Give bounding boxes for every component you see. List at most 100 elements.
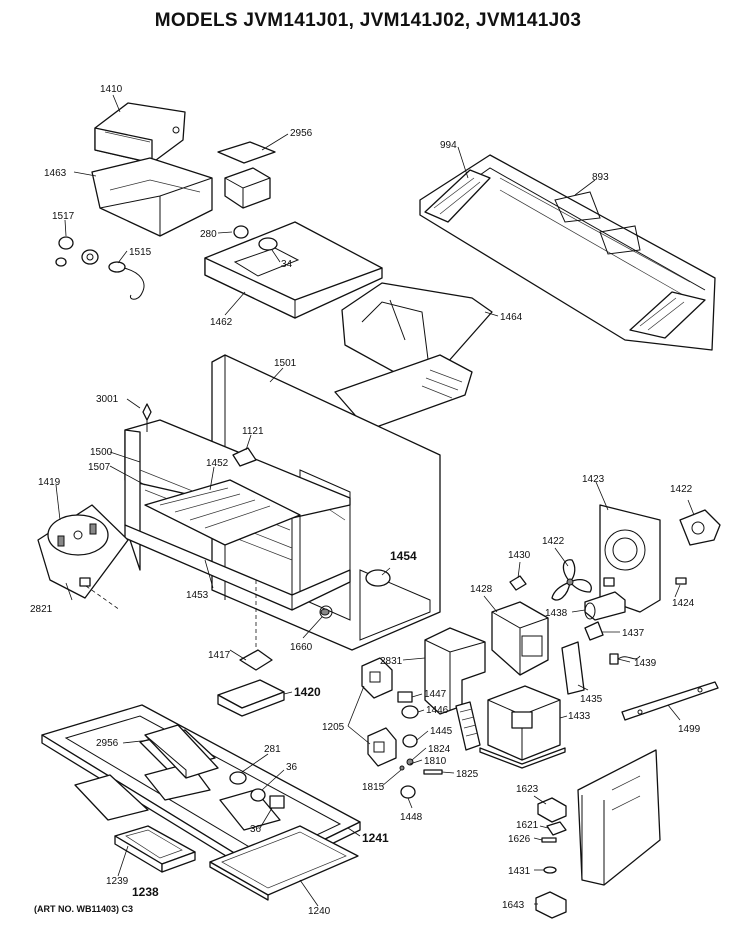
part-1454-stirrer-motor — [365, 569, 391, 587]
part-1464-air-duct — [334, 282, 493, 431]
part-1239-filter-frame — [114, 825, 196, 873]
part-1499-rail — [621, 681, 719, 721]
part-1240-cover-plate — [209, 825, 359, 901]
callout-1241: 1241 — [362, 831, 389, 845]
callout-1626: 1626 — [508, 834, 531, 845]
part-2956-box — [217, 141, 276, 209]
callout-1433: 1433 — [568, 711, 591, 722]
callout-1452: 1452 — [206, 458, 229, 469]
callout-1419: 1419 — [38, 477, 61, 488]
callout-1240: 1240 — [308, 906, 331, 917]
part-1448-cam — [400, 785, 416, 799]
part-281-lamp — [229, 771, 266, 802]
part-36-socket — [269, 795, 285, 809]
part-1433-transformer — [479, 685, 566, 769]
part-1623-relay — [537, 797, 567, 823]
part-1447-switch — [397, 691, 413, 703]
part-1515-harness — [108, 261, 145, 300]
callout-1446: 1446 — [426, 705, 449, 716]
part-control-panel-bracket — [577, 749, 661, 886]
part-1205-door-switch — [361, 657, 397, 767]
part-1410-cover — [94, 102, 186, 164]
callout-1438: 1438 — [545, 608, 568, 619]
callout-1121: 1121 — [242, 426, 264, 437]
part-1517-lamp-socket — [55, 236, 99, 267]
part-1430-clip — [509, 575, 527, 591]
callout-893: 893 — [592, 172, 609, 183]
callout-1810: 1810 — [424, 756, 447, 767]
part-1438-capacitor — [584, 591, 626, 621]
part-1462-tray — [204, 221, 383, 319]
callout-2821: 2821 — [30, 604, 53, 615]
part-1621-clip — [546, 821, 567, 836]
callout-1507: 1507 — [88, 462, 111, 473]
part-1121-bracket — [232, 447, 257, 467]
callout-281: 281 — [264, 744, 281, 755]
part-1422-fan-blade — [551, 559, 592, 601]
callout-1205: 1205 — [322, 722, 345, 733]
part-1423-fan-bracket — [599, 504, 661, 613]
callout-1499: 1499 — [678, 724, 701, 735]
callout-1824: 1824 — [428, 744, 451, 755]
callout-1430: 1430 — [508, 550, 531, 561]
art-number-label: (ART NO. WB11403) C3 — [34, 904, 134, 914]
part-1422-fan-motor — [679, 509, 721, 546]
callout-1423: 1423 — [582, 474, 605, 485]
callout-1437: 1437 — [622, 628, 645, 639]
callout-994: 994 — [440, 140, 457, 151]
part-3001-fuse — [142, 403, 152, 432]
leader-lines — [55, 94, 695, 907]
callout-2956-lower: 2956 — [96, 738, 119, 749]
callout-1447: 1447 — [424, 689, 447, 700]
callout-1464: 1464 — [500, 312, 523, 323]
part-1437-bracket — [584, 621, 604, 641]
part-994-damper — [424, 169, 706, 339]
part-1445-switch — [402, 734, 418, 748]
part-1446-switch — [401, 705, 419, 719]
part-1463-base-shroud — [91, 157, 213, 237]
callout-1660: 1660 — [290, 642, 313, 653]
part-893-vent-channel — [419, 154, 716, 351]
callout-1439: 1439 — [634, 658, 657, 669]
callout-1643: 1643 — [502, 900, 525, 911]
callout-34: 34 — [281, 259, 293, 270]
part-1428-capacitor-block — [491, 601, 549, 676]
part-1452-waveguide — [144, 479, 301, 546]
callout-1424: 1424 — [672, 598, 695, 609]
part-1435-bracket — [561, 641, 585, 695]
part-1626-screw — [541, 837, 557, 843]
part-vent-grille — [455, 701, 481, 751]
callout-1435: 1435 — [580, 694, 603, 705]
callout-1239: 1239 — [106, 876, 129, 887]
callout-1422-motor: 1422 — [670, 484, 693, 495]
callout-1417: 1417 — [208, 650, 231, 661]
callout-1501: 1501 — [274, 358, 297, 369]
callout-1238: 1238 — [132, 885, 159, 899]
part-1417-coupler — [239, 580, 273, 671]
callout-1623: 1623 — [516, 784, 539, 795]
part-1419-turntable — [37, 504, 129, 611]
callout-1410: 1410 — [100, 84, 123, 95]
callout-36-lower: 36 — [250, 824, 262, 835]
callout-1431: 1431 — [508, 866, 531, 877]
callout-1454: 1454 — [390, 549, 417, 563]
callout-1420: 1420 — [294, 685, 321, 699]
part-1420-drawer — [217, 679, 285, 717]
callout-1825: 1825 — [456, 769, 479, 780]
callout-2831: 2831 — [380, 656, 403, 667]
callout-1815: 1815 — [362, 782, 385, 793]
callout-1448: 1448 — [400, 812, 423, 823]
callout-1445: 1445 — [430, 726, 453, 737]
part-280-bulb — [233, 225, 249, 239]
callout-36-upper: 36 — [286, 762, 298, 773]
callout-3001: 3001 — [96, 394, 119, 405]
callout-1500: 1500 — [90, 447, 113, 458]
part-2956-box-lower — [144, 724, 219, 779]
part-1431-nut — [543, 866, 557, 874]
callout-1462: 1462 — [210, 317, 233, 328]
callout-1517: 1517 — [52, 211, 75, 222]
part-2831-duct — [424, 627, 486, 715]
callout-1422-blade: 1422 — [542, 536, 565, 547]
part-1825-screw — [423, 769, 443, 775]
